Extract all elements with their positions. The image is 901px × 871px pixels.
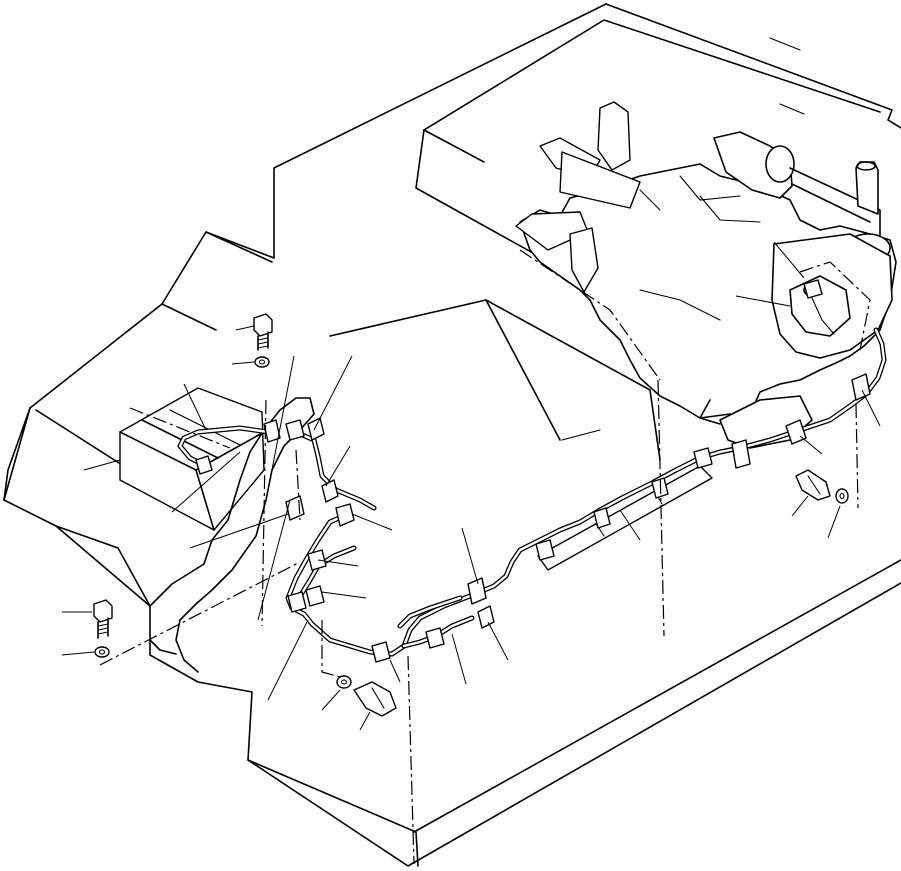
clamp-icon (307, 417, 325, 441)
washer-icon (336, 675, 352, 689)
clamp-icon (263, 419, 281, 443)
bolt-icon (795, 469, 831, 501)
clamp-icon (371, 641, 391, 663)
bolt-icon (93, 599, 113, 639)
clamp-icon (287, 591, 307, 613)
fasteners (93, 313, 849, 717)
clamp-icon (535, 539, 555, 561)
engine-cover (415, 19, 881, 269)
bolt-icon (253, 313, 273, 351)
bolt-icon (353, 681, 397, 717)
machine-body (3, 3, 901, 867)
washer-icon (254, 356, 270, 368)
clamp-icon (335, 503, 355, 527)
rear-casting (149, 397, 315, 673)
clamp-icon (307, 549, 327, 571)
clamp-icon (285, 495, 305, 521)
clamp-icon (785, 419, 807, 445)
clamp-icon (851, 373, 871, 401)
clamp-icon (285, 419, 305, 441)
clamp-icon (693, 447, 713, 469)
engine (515, 101, 897, 449)
clamp-icon (731, 439, 751, 469)
clamp-icon (425, 627, 445, 649)
clamp-icon (321, 479, 339, 503)
fan-icon (515, 101, 641, 293)
clamp-icon (477, 605, 495, 629)
leader-lines (61, 241, 881, 731)
washer-icon (835, 488, 849, 504)
center-lines (99, 249, 859, 865)
clamps (195, 279, 871, 663)
clamp-icon (305, 585, 325, 607)
washer-icon (94, 646, 110, 658)
fuel-tank (329, 299, 661, 461)
clamp-icon (593, 507, 611, 529)
